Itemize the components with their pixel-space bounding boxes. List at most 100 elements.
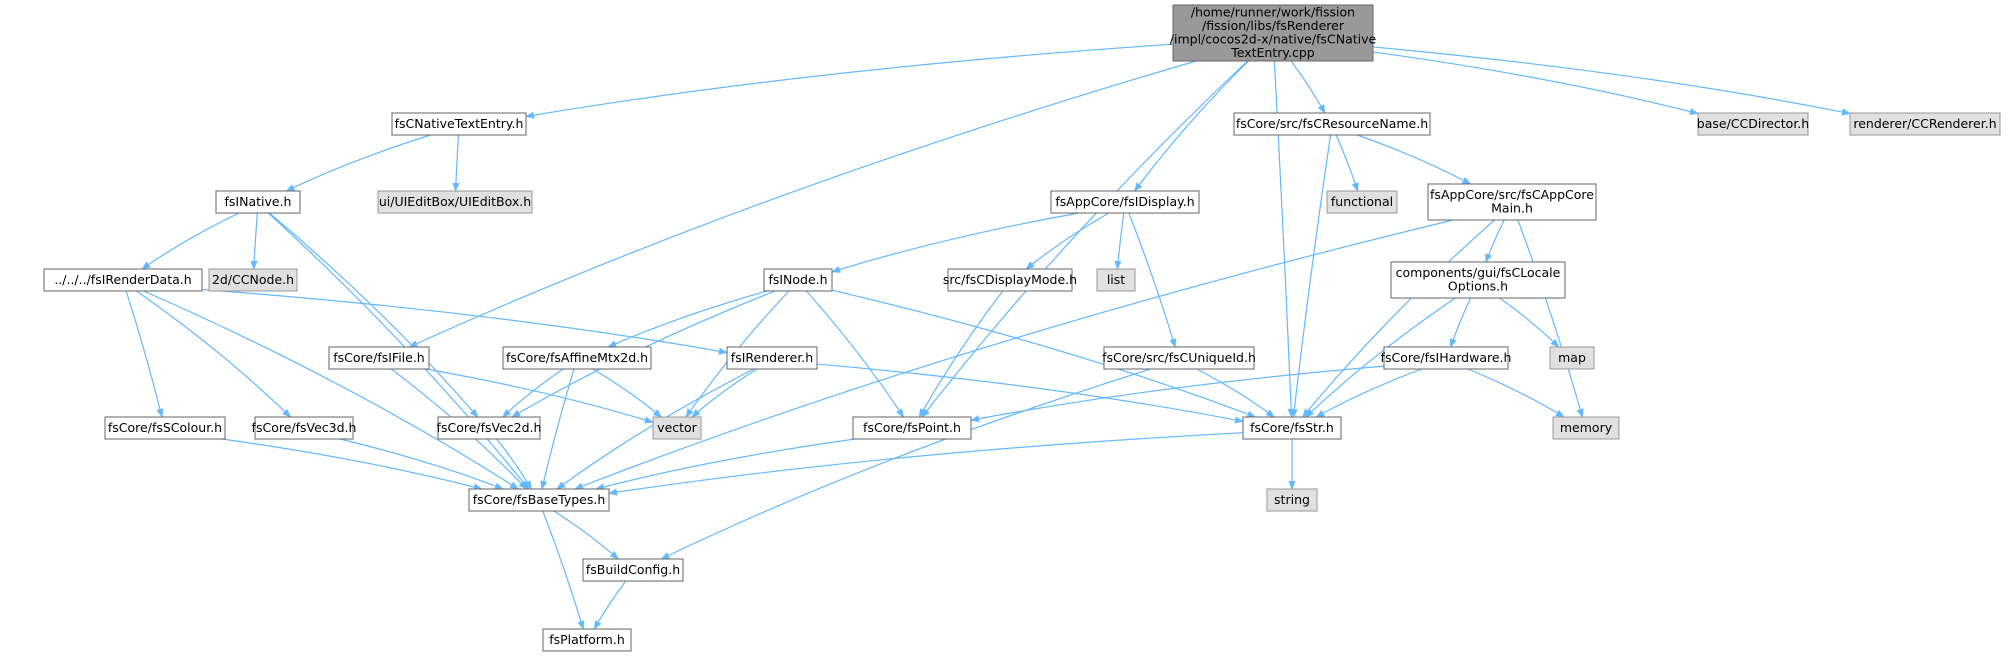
edge-str-to-basetypes xyxy=(608,432,1244,496)
node-label: vector xyxy=(657,420,698,435)
node-hardware[interactable]: fsCore/fsIHardware.h xyxy=(1381,346,1512,370)
edge-line xyxy=(452,134,460,192)
node-box xyxy=(542,628,632,652)
node-ifile[interactable]: fsCore/fsIFile.h xyxy=(328,346,430,370)
edge-root-to-ccdirector xyxy=(1372,51,1699,116)
node-label: fsINode.h xyxy=(768,272,827,287)
edge-line xyxy=(1290,60,1326,114)
edge-root-to-point xyxy=(921,60,1248,418)
edge-hardware-to-memory xyxy=(1467,368,1565,418)
node-irenderer[interactable]: fsIRenderer.h xyxy=(726,346,818,370)
node-box xyxy=(726,346,818,370)
node-box xyxy=(763,268,833,292)
node-str[interactable]: fsCore/fsStr.h xyxy=(1242,416,1342,440)
edge-line xyxy=(1305,297,1456,418)
node-map: map xyxy=(1549,346,1595,370)
node-ccrenderer: renderer/CCRenderer.h xyxy=(1849,112,2001,136)
node-box xyxy=(328,346,430,370)
node-label: fsBuildConfig.h xyxy=(586,562,680,577)
edge-irenderer-to-basetypes xyxy=(556,368,755,490)
edge-line xyxy=(831,289,1257,418)
node-nte[interactable]: fsCNativeTextEntry.h xyxy=(391,112,527,136)
edge-nte-to-native xyxy=(285,134,431,192)
node-label: TextEntry.cpp xyxy=(1230,45,1315,60)
edge-display-to-inode xyxy=(831,212,1079,273)
edge-line xyxy=(1517,219,1584,418)
edge-line xyxy=(660,368,1151,560)
edge-resname-to-functional xyxy=(1335,134,1359,192)
edge-line xyxy=(691,368,758,418)
node-vec3d[interactable]: fsCore/fsVec3d.h xyxy=(252,416,357,440)
node-memory: memory xyxy=(1552,416,1620,440)
edge-inode-to-affine xyxy=(607,290,767,348)
node-inode[interactable]: fsINode.h xyxy=(763,268,833,292)
edge-root-to-ifile xyxy=(408,60,1197,348)
edge-line xyxy=(816,363,1244,424)
node-label: fsCore/fsPoint.h xyxy=(863,420,961,435)
edge-vec3d-to-basetypes xyxy=(339,438,504,490)
node-label: fsCore/fsBaseTypes.h xyxy=(473,492,606,507)
edge-renderdata-to-vec3d xyxy=(136,290,292,418)
edge-buildconfig-to-platform xyxy=(593,580,627,630)
edge-line xyxy=(1196,368,1275,418)
edge-appcoremain-to-locale xyxy=(1485,219,1505,263)
node-uieditbox: ui/UIEditBox/UIEditBox.h xyxy=(377,190,533,214)
node-point[interactable]: fsCore/fsPoint.h xyxy=(852,416,972,440)
node-uniqueid[interactable]: fsCore/src/fsCUniqueId.h xyxy=(1102,346,1256,370)
edge-uniqueid-to-str xyxy=(1196,368,1275,418)
edge-affine-to-vector xyxy=(592,368,662,418)
edge-line xyxy=(285,134,431,192)
edge-renderdata-to-basetypes xyxy=(143,290,519,490)
node-display[interactable]: fsAppCore/fsIDisplay.h xyxy=(1050,190,1200,214)
node-box xyxy=(1266,488,1318,512)
node-label: 2d/CCNode.h xyxy=(212,272,294,287)
node-box xyxy=(1383,346,1509,370)
node-box xyxy=(1050,190,1200,214)
edge-line xyxy=(250,212,258,270)
edge-inode-to-str xyxy=(831,289,1257,418)
edge-line xyxy=(496,438,532,490)
edge-root-to-resname xyxy=(1290,60,1326,114)
edge-inode-to-point xyxy=(806,290,905,418)
edge-line xyxy=(918,290,1004,418)
node-renderdata[interactable]: ../../../fsIRenderData.h xyxy=(43,268,203,292)
edge-line xyxy=(1273,60,1295,418)
node-root[interactable]: /home/runner/work/fission/fission/libs/f… xyxy=(1170,4,1377,62)
node-box xyxy=(468,488,610,512)
node-affine[interactable]: fsCore/fsAffineMtx2d.h xyxy=(502,346,652,370)
edge-line xyxy=(143,290,519,490)
edge-line xyxy=(593,580,627,630)
node-displaymode[interactable]: src/fsCDisplayMode.h xyxy=(943,268,1077,292)
edge-line xyxy=(970,365,1385,423)
node-native[interactable]: fsINative.h xyxy=(215,190,301,214)
node-label: map xyxy=(1558,350,1586,365)
edge-native-to-renderdata xyxy=(141,212,240,270)
edge-line xyxy=(1467,368,1565,418)
node-vec2d[interactable]: fsCore/fsVec2d.h xyxy=(437,416,542,440)
node-label: fsCore/fsStr.h xyxy=(1250,420,1334,435)
edge-line xyxy=(425,368,654,424)
edge-line xyxy=(525,43,1174,119)
node-label: fsINative.h xyxy=(225,194,292,209)
edge-root-to-display xyxy=(1134,60,1249,192)
node-platform[interactable]: fsPlatform.h xyxy=(542,628,632,652)
node-box xyxy=(437,416,541,440)
edge-appcoremain-to-str xyxy=(1302,219,1495,418)
node-basetypes[interactable]: fsCore/fsBaseTypes.h xyxy=(468,488,610,512)
edge-line xyxy=(556,368,755,490)
node-resname[interactable]: fsCore/src/fsCResourceName.h xyxy=(1233,112,1431,136)
node-label: functional xyxy=(1331,194,1393,209)
edge-point-to-basetypes xyxy=(595,438,856,491)
edge-line xyxy=(1357,134,1472,185)
nodes-layer: /home/runner/work/fission/fission/libs/f… xyxy=(43,4,2001,652)
node-label: base/CCDirector.h xyxy=(1697,116,1809,131)
node-buildconfig[interactable]: fsBuildConfig.h xyxy=(582,558,684,582)
edges-layer xyxy=(125,43,1851,630)
edge-line xyxy=(1372,46,1851,116)
node-colour[interactable]: fsCore/fsSColour.h xyxy=(104,416,226,440)
edge-uniqueid-to-buildconfig xyxy=(660,368,1151,560)
node-box xyxy=(1233,112,1431,136)
edge-line xyxy=(1372,51,1699,116)
